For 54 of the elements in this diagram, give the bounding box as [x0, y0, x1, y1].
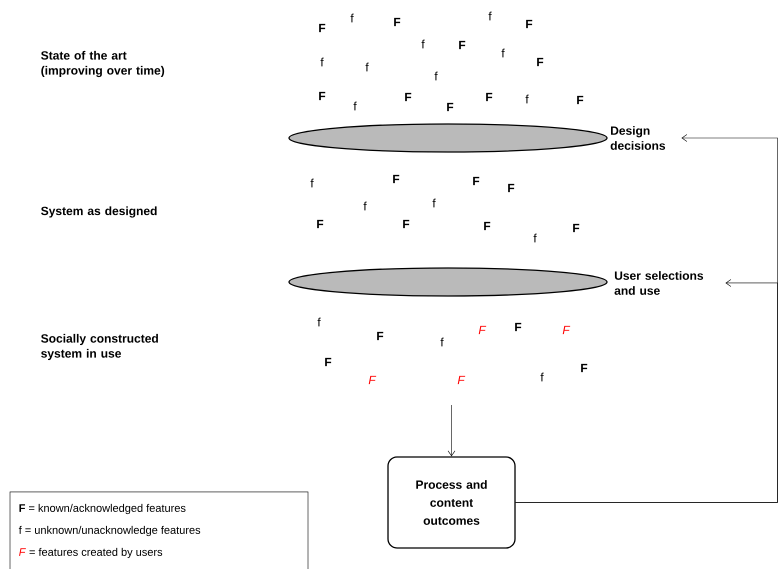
feature-letter: F	[537, 58, 544, 66]
feature-letter: F	[484, 222, 490, 230]
ellipse-shape	[288, 267, 608, 297]
feature-letter: f	[310, 178, 314, 188]
feature-letter: F	[486, 92, 492, 102]
feature-letter: F	[447, 102, 454, 112]
feature-letter: F	[526, 20, 532, 28]
feature-letter: f	[350, 14, 354, 22]
node-label: User selections and use	[614, 271, 704, 295]
feature-letter: f	[354, 102, 357, 110]
feature-letter: F	[508, 184, 514, 192]
feature-letter: F	[473, 176, 480, 186]
feature-letter: f	[318, 318, 321, 326]
feature-letter: F	[581, 364, 588, 372]
ellipse-shape	[288, 123, 608, 153]
feature-letter: F	[394, 18, 400, 26]
feature-letter: F	[562, 326, 570, 334]
feature-letter: F	[317, 220, 324, 228]
section-label: State of the art (improving over time)	[41, 50, 164, 78]
feature-letter: f	[434, 72, 438, 80]
feature-letter: f	[440, 338, 444, 346]
feature-letter: f	[534, 234, 537, 242]
node-label: Design decisions	[610, 126, 666, 150]
feature-letter: F	[515, 322, 522, 332]
arrow	[515, 279, 778, 503]
arrow	[448, 404, 456, 456]
feature-letter: f	[502, 48, 505, 58]
legend-entry: F = known/acknowledged features	[19, 504, 186, 514]
feature-letter: F	[405, 92, 412, 102]
feature-letter: F	[319, 92, 326, 100]
feature-letter: F	[577, 96, 584, 104]
section-label: Socially constructed system in use	[41, 334, 158, 360]
feature-letter: F	[377, 332, 384, 340]
process-box: Process and content outcomes	[387, 456, 516, 549]
feature-letter: F	[478, 326, 486, 334]
feature-letter: f	[488, 12, 492, 20]
feature-letter: F	[458, 376, 466, 384]
section-label: System as designed	[41, 206, 157, 218]
feature-letter: f	[526, 94, 529, 104]
feature-letter: F	[325, 358, 332, 366]
feature-letter: F	[393, 174, 400, 184]
feature-letter: f	[366, 62, 369, 72]
feature-letter: f	[422, 40, 425, 48]
feature-letter: F	[403, 220, 410, 228]
feature-letter: F	[573, 224, 580, 232]
feature-letter: F	[459, 40, 466, 50]
feature-letter: f	[432, 198, 436, 208]
feature-letter: f	[364, 202, 367, 210]
legend-entry: F = features created by users	[19, 548, 162, 558]
feature-letter: F	[368, 376, 376, 384]
feature-letter: F	[319, 24, 326, 32]
feature-letter: f	[540, 372, 544, 382]
feature-letter: f	[320, 58, 324, 66]
legend-entry: f = unknown/unacknowledge features	[18, 526, 200, 536]
